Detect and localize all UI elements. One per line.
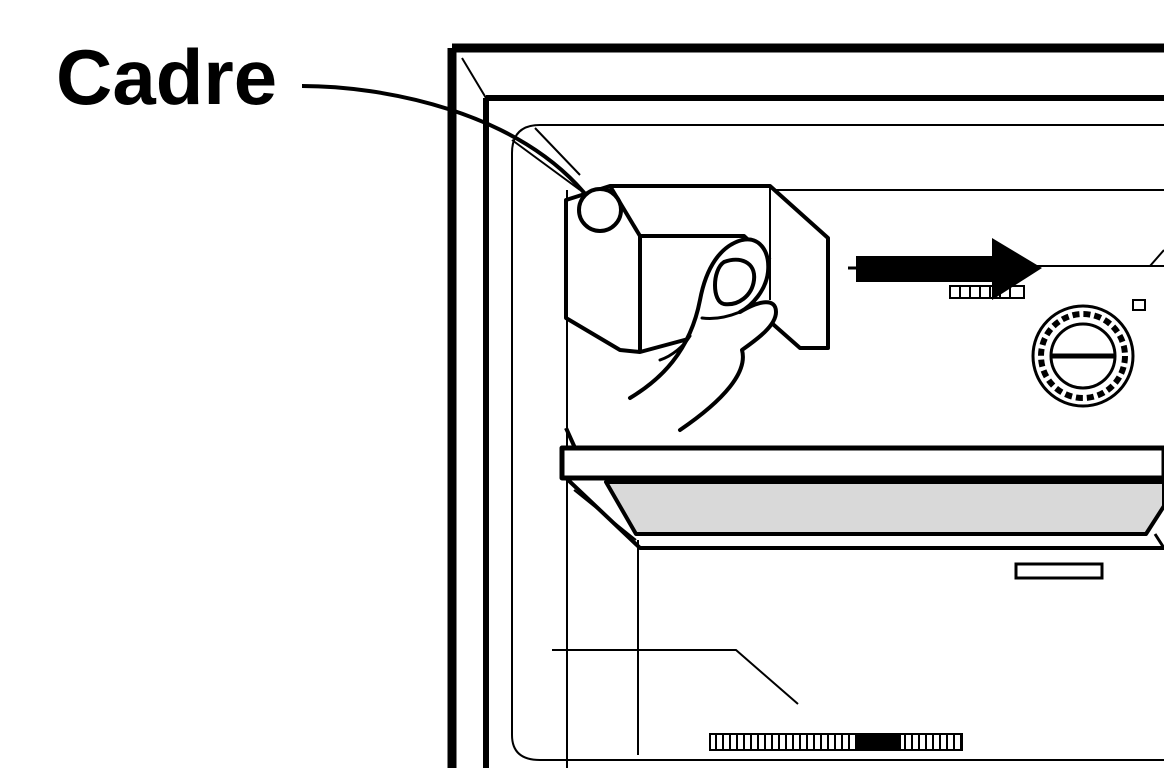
grille-dark-segment xyxy=(855,733,901,751)
right-arrow-icon xyxy=(848,238,1042,300)
glass-shelf xyxy=(559,427,1164,550)
thermostat-dial-icon xyxy=(1031,304,1135,408)
cabinet-frame xyxy=(447,43,1164,768)
callout-label-cadre: Cadre xyxy=(56,33,278,121)
lower-compartment xyxy=(552,562,1104,705)
bottom-grille xyxy=(709,733,963,751)
hand-icon xyxy=(628,237,778,432)
control-strip xyxy=(949,285,1146,311)
callout-marker-circle xyxy=(577,187,623,233)
callout-leader-line xyxy=(301,84,592,202)
